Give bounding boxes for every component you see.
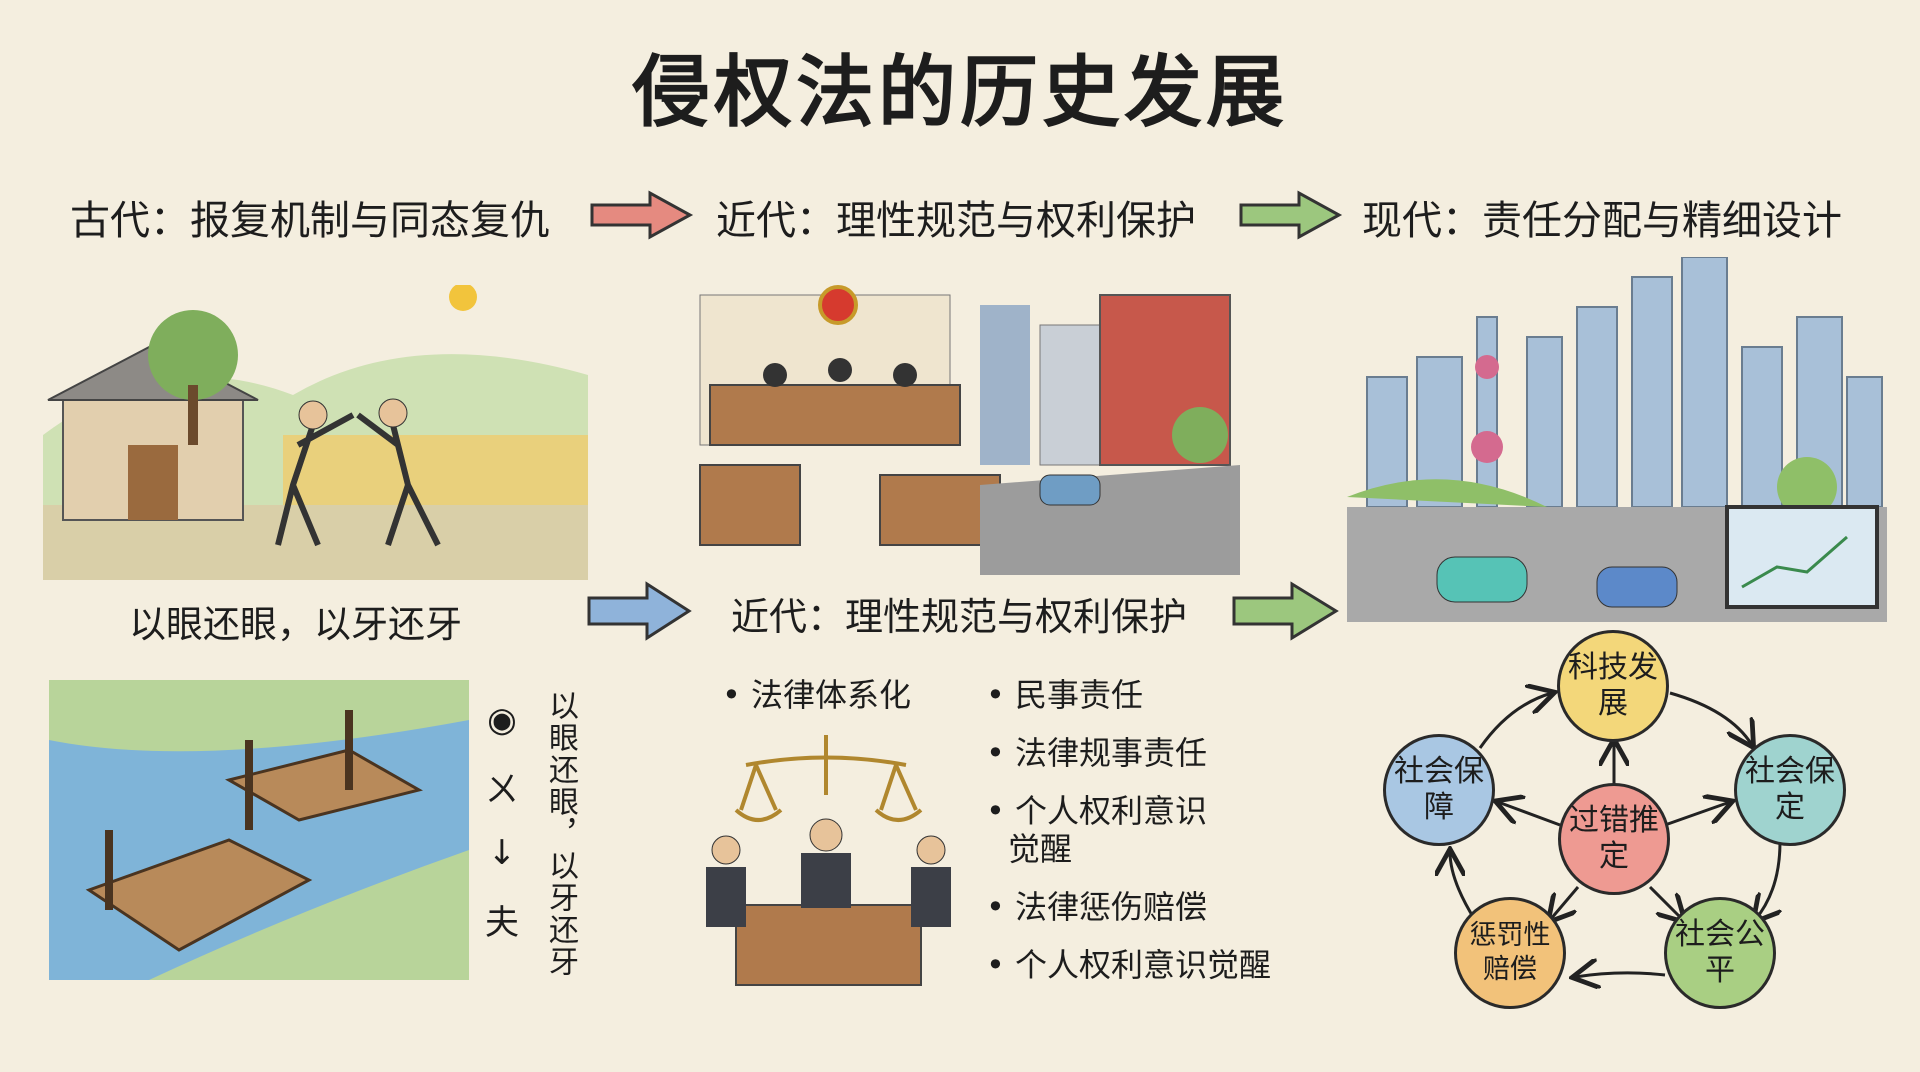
bullet-item: • 法律惩伤赔偿: [986, 888, 1208, 926]
page-title: 侵权法的历史发展: [631, 48, 1288, 138]
arrow-green-icon: [1239, 190, 1343, 240]
scales-of-justice-meeting-illustration: [706, 735, 951, 986]
stage-early-modern-label: 近代：理性规范与权利保护: [716, 198, 1196, 244]
person-glyph-icon: 夫: [485, 903, 519, 943]
courtroom-city-illustration: [699, 285, 1240, 575]
bullet-text: 法律体系化: [751, 676, 912, 714]
bullet-left-0: • 法律体系化: [722, 676, 912, 714]
bullet-item: • 个人权利意识觉醒: [986, 946, 1272, 984]
bullet-text: 个人权利意识觉醒: [1015, 946, 1272, 984]
village-fight-illustration: [43, 285, 588, 580]
cycle-node-social-security-fix: 社会保定: [1734, 734, 1846, 846]
cycle-node-social-security: 社会保障: [1383, 734, 1495, 846]
bullet-item: • 个人权利意识觉醒: [986, 792, 1208, 868]
modern-city-illustration: [1347, 257, 1887, 622]
stage-modern-label: 现代：责任分配与精细设计: [1362, 198, 1842, 244]
down-arrow-glyph-icon: ↓: [487, 833, 517, 873]
bullet-list-right: • 民事责任 • 法律规事责任 • 个人权利意识觉醒 • 法律惩伤赔偿 • 个人…: [986, 676, 1286, 984]
pictograph-column: ◉ ㄨ ↓ 夫: [485, 700, 519, 944]
bullet-text: 法律惩伤赔偿: [1015, 888, 1208, 926]
arrow-red-icon: [590, 190, 694, 240]
bullet-text: 民事责任: [1015, 676, 1144, 714]
broken-bridge-illustration: [49, 680, 469, 980]
tooth-glyph-icon: ㄨ: [485, 770, 519, 810]
cycle-node-social-fairness: 社会公平: [1664, 897, 1776, 1009]
cycle-center-fault-presumption: 过错推定: [1558, 783, 1670, 895]
vertical-proverb: 以眼还眼，以牙还牙: [543, 690, 578, 978]
bullet-text: 个人权利意识觉醒: [1008, 792, 1208, 868]
cycle-node-tech-development: 科技发展: [1557, 630, 1669, 742]
bullet-item: • 法律规事责任: [986, 734, 1208, 772]
bullet-item: • 民事责任: [986, 676, 1144, 714]
stage-ancient-label: 古代：报复机制与同态复仇: [70, 198, 550, 244]
arrow-green-icon: [1232, 581, 1339, 641]
early-modern-subheading: 近代：理性规范与权利保护: [731, 595, 1188, 639]
eye-glyph-icon: ◉: [487, 700, 517, 740]
ancient-caption: 以眼还眼，以牙还牙: [129, 603, 462, 646]
arrow-blue-icon: [587, 581, 692, 641]
cycle-node-punitive-damages: 惩罚性赔偿: [1454, 897, 1566, 1009]
bullet-text: 法律规事责任: [1015, 734, 1208, 772]
